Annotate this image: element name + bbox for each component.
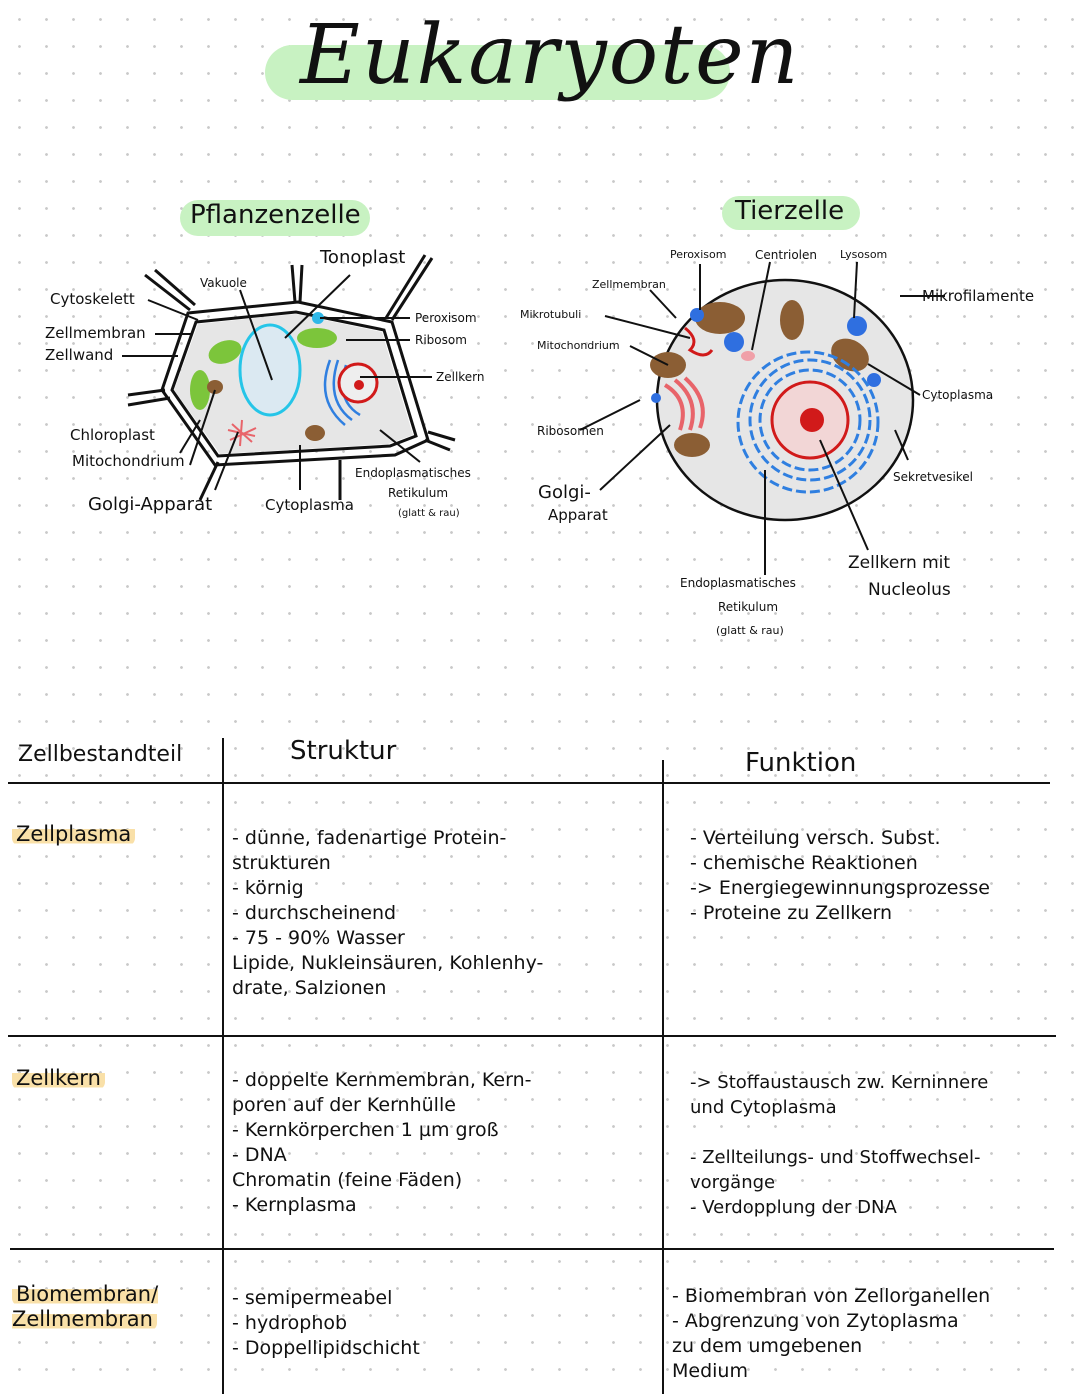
label-er-1: Endoplasmatisches bbox=[355, 466, 471, 480]
label-mikrotubuli: Mikrotubuli bbox=[520, 308, 582, 321]
vesicles bbox=[651, 308, 881, 403]
row-struktur: - doppelte Kernmembran, Kern- poren auf … bbox=[232, 1069, 532, 1216]
plant-heading-highlight bbox=[180, 200, 370, 236]
label-er-animal-3: (glatt & rau) bbox=[716, 624, 784, 637]
row-name: Zellkern bbox=[12, 1066, 105, 1091]
label-zellkern-animal-1: Zellkern mit bbox=[848, 553, 951, 573]
label-zellkern: Zellkern bbox=[436, 370, 485, 384]
label-golgi: Golgi-Apparat bbox=[88, 494, 213, 515]
label-chloroplast: Chloroplast bbox=[70, 426, 155, 444]
label-tonoplast: Tonoplast bbox=[320, 247, 406, 268]
label-mikrofilamente: Mikrofilamente bbox=[922, 287, 1035, 305]
label-cytoplasma: Cytoplasma bbox=[265, 496, 354, 514]
label-zellmembran: Zellmembran bbox=[45, 324, 146, 342]
label-er-3: (glatt & rau) bbox=[398, 508, 460, 519]
centriolen bbox=[741, 351, 755, 361]
chloroplast bbox=[208, 340, 242, 364]
label-er-animal-2: Retikulum bbox=[718, 600, 779, 614]
er bbox=[736, 350, 880, 494]
label-vakuole: Vakuole bbox=[200, 276, 247, 290]
divider bbox=[222, 738, 224, 1394]
label-zellmembran-animal: Zellmembran bbox=[592, 278, 666, 291]
plant-cell-diagram bbox=[122, 254, 456, 501]
vacuole bbox=[238, 323, 302, 417]
mikrotubuli bbox=[684, 326, 714, 357]
label-er-animal-1: Endoplasmatisches bbox=[680, 576, 796, 590]
title-highlight bbox=[265, 45, 730, 100]
label-ribosomen: Ribosomen bbox=[537, 424, 604, 438]
divider bbox=[8, 782, 1050, 784]
header-zellbestandteil: Zellbestandteil bbox=[18, 742, 183, 767]
animal-cell-heading: Tierzelle bbox=[735, 196, 845, 226]
nucleolus bbox=[800, 408, 824, 432]
label-zellwand: Zellwand bbox=[45, 346, 114, 364]
header-funktion: Funktion bbox=[745, 748, 857, 778]
animal-cell-diagram bbox=[579, 261, 945, 575]
chloroplast bbox=[297, 328, 337, 348]
row-funktion: - Biomembran von Zellorganellen - Abgren… bbox=[672, 1285, 991, 1382]
row-funktion: - Verteilung versch. Subst. - chemische … bbox=[690, 827, 990, 924]
label-er-2: Retikulum bbox=[388, 486, 449, 500]
divider bbox=[8, 1035, 1056, 1037]
label-peroxisom-animal: Peroxisom bbox=[670, 248, 727, 261]
golgi bbox=[227, 419, 257, 447]
label-golgi-animal-2: Apparat bbox=[548, 506, 608, 524]
mitochondria bbox=[650, 300, 869, 457]
label-sekretvesikel: Sekretvesikel bbox=[893, 470, 974, 484]
plant-cell-heading: Pflanzenzelle bbox=[190, 200, 361, 230]
golgi bbox=[663, 376, 705, 431]
row-name: Biomembran/ Zellmembran bbox=[12, 1282, 159, 1331]
divider bbox=[662, 760, 664, 1394]
label-mitochondrium: Mitochondrium bbox=[72, 452, 185, 470]
animal-heading-highlight bbox=[722, 196, 860, 230]
label-zellkern-animal-2: Nucleolus bbox=[868, 580, 951, 600]
label-cytoskelett: Cytoskelett bbox=[50, 290, 135, 308]
label-mitochondrium-animal: Mitochondrium bbox=[537, 339, 620, 352]
label-ribosom: Ribosom bbox=[415, 333, 467, 347]
label-centriolen: Centriolen bbox=[755, 248, 818, 262]
label-lysosom: Lysosom bbox=[840, 248, 888, 261]
label-peroxisom: Peroxisom bbox=[415, 311, 477, 325]
page-title: Eukaryoten bbox=[300, 8, 801, 103]
mitochondrium bbox=[207, 380, 223, 394]
label-cytoplasma-animal: Cytoplasma bbox=[922, 388, 994, 402]
header-struktur: Struktur bbox=[290, 736, 397, 766]
chloroplast bbox=[190, 370, 210, 410]
row-name: Zellplasma bbox=[12, 822, 136, 847]
label-golgi-animal-1: Golgi- bbox=[538, 482, 591, 503]
row-struktur: - dünne, fadenartige Protein- strukturen… bbox=[232, 827, 544, 999]
mitochondrium bbox=[305, 425, 325, 441]
row-struktur: - semipermeabel - hydrophob - Doppellipi… bbox=[232, 1287, 420, 1359]
row-funktion: -> Stoffaustausch zw. Kerninnere und Cyt… bbox=[690, 1072, 989, 1218]
divider bbox=[10, 1248, 1054, 1250]
peroxisom bbox=[312, 312, 324, 324]
